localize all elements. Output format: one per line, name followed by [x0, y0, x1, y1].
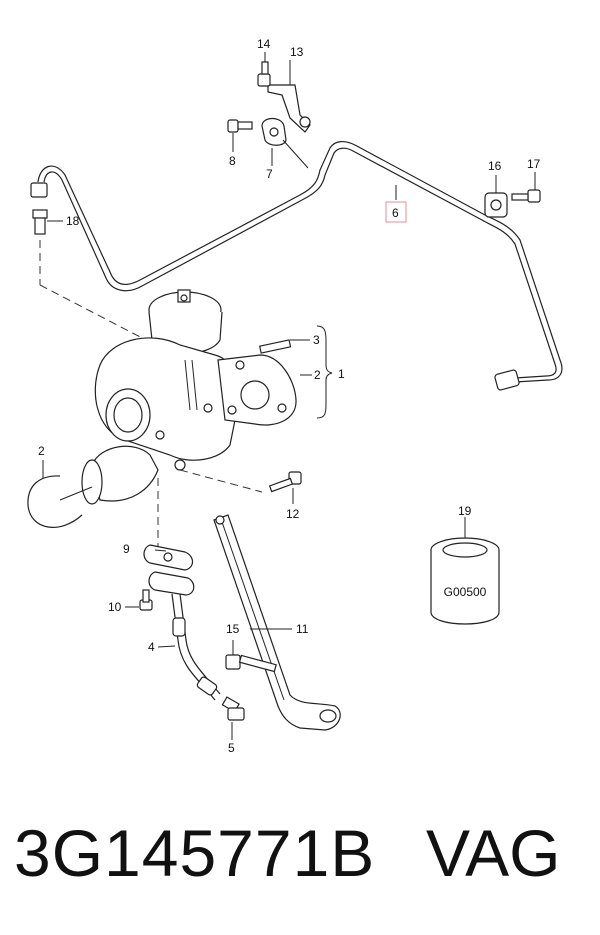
bolt-12[interactable] [268, 471, 302, 493]
turbocharger[interactable] [81, 289, 297, 505]
gasket-9[interactable] [143, 544, 194, 571]
oil-return-pipe-4[interactable] [148, 571, 221, 701]
seal-2[interactable] [27, 475, 83, 528]
bracket-13[interactable] [267, 84, 311, 133]
callout-4: 4 [148, 640, 155, 654]
clamp-16[interactable] [484, 192, 508, 218]
brand-label: VAG [426, 816, 561, 890]
callout-13: 13 [290, 45, 304, 59]
callout-7: 7 [266, 167, 273, 181]
callout-2-left: 2 [38, 444, 45, 458]
bolt-14[interactable] [257, 61, 271, 87]
bolt-10[interactable] [139, 589, 153, 611]
bolt-8[interactable] [227, 119, 253, 133]
callout-18: 18 [66, 214, 80, 228]
callout-6: 6 [392, 206, 399, 220]
callout-2-right: 2 [314, 368, 321, 382]
callout-15: 15 [226, 622, 240, 636]
callout-6-highlight [385, 201, 407, 223]
support-bracket-11[interactable] [213, 514, 341, 731]
callout-12: 12 [286, 507, 300, 521]
callout-11: 11 [296, 622, 309, 636]
filter-code-label: G00500 [444, 585, 487, 599]
banjo-bolt-5[interactable] [221, 696, 245, 721]
stud-3[interactable] [258, 339, 292, 354]
callout-10: 10 [108, 600, 122, 614]
callout-3: 3 [313, 333, 320, 347]
bolt-17[interactable] [511, 189, 541, 203]
clamp-7[interactable] [261, 117, 287, 146]
oil-feed-pipe[interactable] [30, 141, 563, 391]
callout-19: 19 [458, 504, 472, 518]
callout-17: 17 [527, 157, 541, 171]
banjo-bolt-18[interactable] [32, 209, 63, 235]
callout-8: 8 [229, 154, 236, 168]
callout-9: 9 [123, 542, 130, 556]
oil-filter-19[interactable] [430, 537, 500, 625]
exploded-parts-diagram: G00500 1 2 2 3 4 5 6 7 8 9 10 11 12 13 1… [27, 37, 563, 755]
callout-14: 14 [257, 37, 271, 51]
part-number: 3G145771B [14, 816, 376, 890]
callout-5: 5 [228, 741, 235, 755]
callout-1: 1 [338, 367, 345, 381]
callout-16: 16 [488, 159, 502, 173]
